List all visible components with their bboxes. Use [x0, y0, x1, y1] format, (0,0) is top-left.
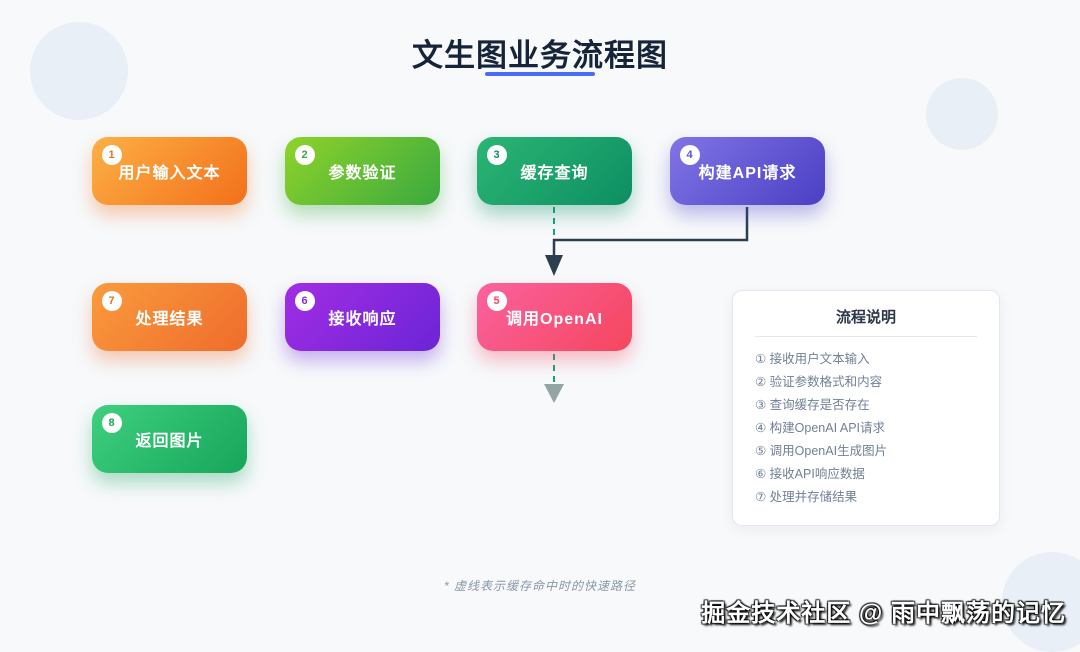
step-number-badge: 8: [102, 413, 122, 433]
legend-item: ① 接收用户文本输入: [755, 352, 870, 366]
step-number-badge: 6: [295, 291, 315, 311]
flow-node-label: 调用OpenAI: [506, 311, 603, 328]
step-number-badge: 1: [102, 145, 122, 165]
flow-node-label: 缓存查询: [520, 165, 589, 182]
arrowhead-output: [544, 384, 564, 403]
flow-node-cache-query: 3 缓存查询: [477, 137, 632, 205]
title-underline: [485, 72, 595, 76]
arrowhead-into-openai: [545, 255, 563, 276]
flow-node-label: 返回图片: [135, 433, 204, 450]
flow-node-label: 构建API请求: [698, 165, 797, 182]
decorative-circle: [926, 78, 998, 150]
flow-node-label: 参数验证: [328, 165, 397, 182]
legend-item: ③ 查询缓存是否存在: [755, 398, 870, 412]
legend-item: ⑤ 调用OpenAI生成图片: [755, 444, 888, 458]
flow-node-label: 处理结果: [135, 311, 204, 328]
legend-item: ⑥ 接收API响应数据: [755, 467, 865, 481]
legend-item: ④ 构建OpenAI API请求: [755, 421, 885, 435]
legend-item: ② 验证参数格式和内容: [755, 375, 883, 389]
step-number-badge: 5: [487, 291, 507, 311]
arrow-build-solid: [552, 207, 749, 256]
cache-fastpath-footnote: * 虚线表示缓存命中时的快速路径: [443, 579, 636, 593]
flow-node-process-result: 7 处理结果: [92, 283, 247, 351]
flow-node-return-image: 8 返回图片: [92, 405, 247, 473]
flow-node-build-api-request: 4 构建API请求: [670, 137, 825, 205]
legend-title: 流程说明: [755, 306, 977, 337]
decorative-circle: [30, 22, 128, 120]
flow-node-param-validate: 2 参数验证: [285, 137, 440, 205]
legend-item: ⑦ 处理并存储结果: [755, 490, 858, 504]
step-number-badge: 3: [487, 145, 507, 165]
flow-node-label: 接收响应: [328, 311, 397, 328]
flow-node-receive-response: 6 接收响应: [285, 283, 440, 351]
step-number-badge: 2: [295, 145, 315, 165]
flow-node-label: 用户输入文本: [118, 165, 221, 182]
legend-panel: 流程说明 ① 接收用户文本输入 ② 验证参数格式和内容 ③ 查询缓存是否存在 ④…: [732, 290, 1000, 526]
watermark-text: 掘金技术社区 @ 雨中飘荡的记忆: [701, 600, 1066, 627]
flow-node-user-input: 1 用户输入文本: [92, 137, 247, 205]
flowchart-canvas: 文生图业务流程图 1 用户输入文本 2 参数验证 3 缓存查询 4 构建API请…: [30, 22, 1080, 652]
flow-node-call-openai: 5 调用OpenAI: [477, 283, 632, 351]
page-title: 文生图业务流程图: [412, 38, 668, 73]
step-number-badge: 7: [102, 291, 122, 311]
step-number-badge: 4: [680, 145, 700, 165]
